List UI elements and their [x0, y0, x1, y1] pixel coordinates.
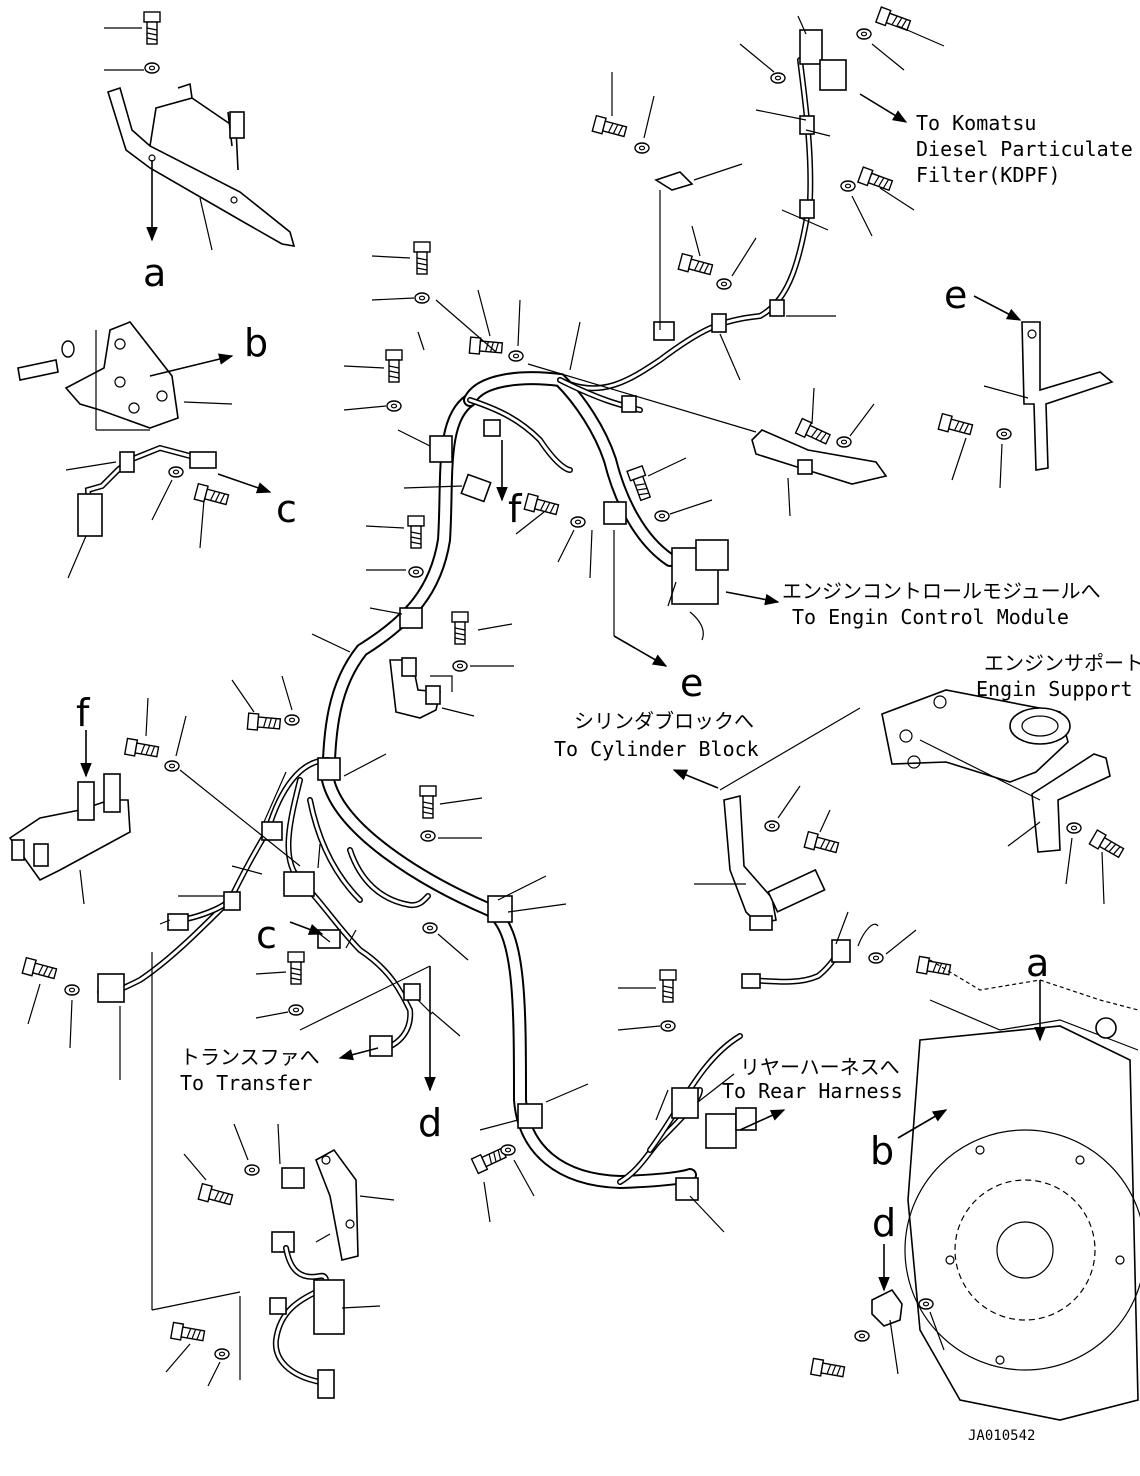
- transfer-line-ja: トランスファへ: [180, 1045, 320, 1069]
- transfer-sensor-assembly: [165, 1123, 395, 1399]
- view-letter-d-right: d: [872, 1201, 896, 1245]
- cylinder-block-bracket-assembly: [672, 769, 952, 989]
- view-letter-c-left: c: [276, 487, 297, 531]
- view-letter-d-center: d: [418, 1101, 442, 1145]
- rear-harness-line-en: To Rear Harness: [722, 1079, 903, 1103]
- rear-harness-line-ja: リヤーハーネスへ: [740, 1055, 900, 1079]
- kdpf-line-3: Filter(KDPF): [916, 163, 1061, 187]
- callout-rear-harness: リヤーハーネスへ To Rear Harness: [722, 1055, 903, 1103]
- engine-support-line-ja: エンジンサポート: [984, 651, 1140, 675]
- bracket-a-assembly: a: [104, 11, 296, 295]
- bracket-b-assembly: b c: [17, 321, 297, 579]
- callout-transfer: トランスファへ To Transfer: [180, 1045, 320, 1095]
- harness-view-arrows: f e d c: [151, 299, 757, 1311]
- ecm-line-en: To Engin Control Module: [792, 605, 1069, 629]
- harness-fasteners: [21, 241, 735, 1233]
- ecm-bracket-assembly: [667, 387, 888, 641]
- callout-ecm: エンジンコントロールモジュールへ To Engin Control Module: [782, 579, 1101, 629]
- cylinder-block-line-en: To Cylinder Block: [554, 737, 759, 761]
- view-letter-f-center: f: [508, 487, 523, 531]
- bracket-f-assembly: f: [8, 691, 301, 905]
- engine-support-line-en: Engin Support: [976, 677, 1133, 701]
- view-letter-b-left: b: [244, 321, 268, 365]
- view-letter-a-top: a: [143, 251, 166, 295]
- cylinder-block-line-ja: シリンダブロックへ: [574, 709, 754, 733]
- view-letter-c-center: c: [256, 913, 277, 957]
- ecm-line-ja: エンジンコントロールモジュールへ: [782, 579, 1101, 603]
- transfer-line-en: To Transfer: [180, 1071, 312, 1095]
- kdpf-line-2: Diesel Particulate: [916, 137, 1133, 161]
- callout-engine-support: エンジンサポート Engin Support: [976, 651, 1140, 701]
- view-letter-e-right: e: [944, 273, 967, 317]
- view-letter-b-right: b: [870, 1129, 894, 1173]
- kdpf-bracket-assembly: [569, 6, 945, 381]
- kdpf-line-1: To Komatsu: [916, 111, 1036, 135]
- flywheel-housing: a b d: [810, 941, 1140, 1421]
- view-letter-e-center: e: [680, 661, 703, 705]
- view-letter-f-left: f: [76, 691, 91, 735]
- callout-cylinder-block: シリンダブロックへ To Cylinder Block: [554, 709, 759, 761]
- main-harness: [97, 29, 908, 1201]
- clip-bracket-center: [389, 657, 475, 719]
- figure-code: JA010542: [968, 1428, 1035, 1444]
- engine-support-assembly: [719, 689, 1126, 905]
- bracket-e-assembly: e: [937, 273, 1114, 489]
- callout-kdpf: To Komatsu Diesel Particulate Filter(KDP…: [916, 111, 1133, 187]
- view-letter-a-right: a: [1026, 941, 1049, 985]
